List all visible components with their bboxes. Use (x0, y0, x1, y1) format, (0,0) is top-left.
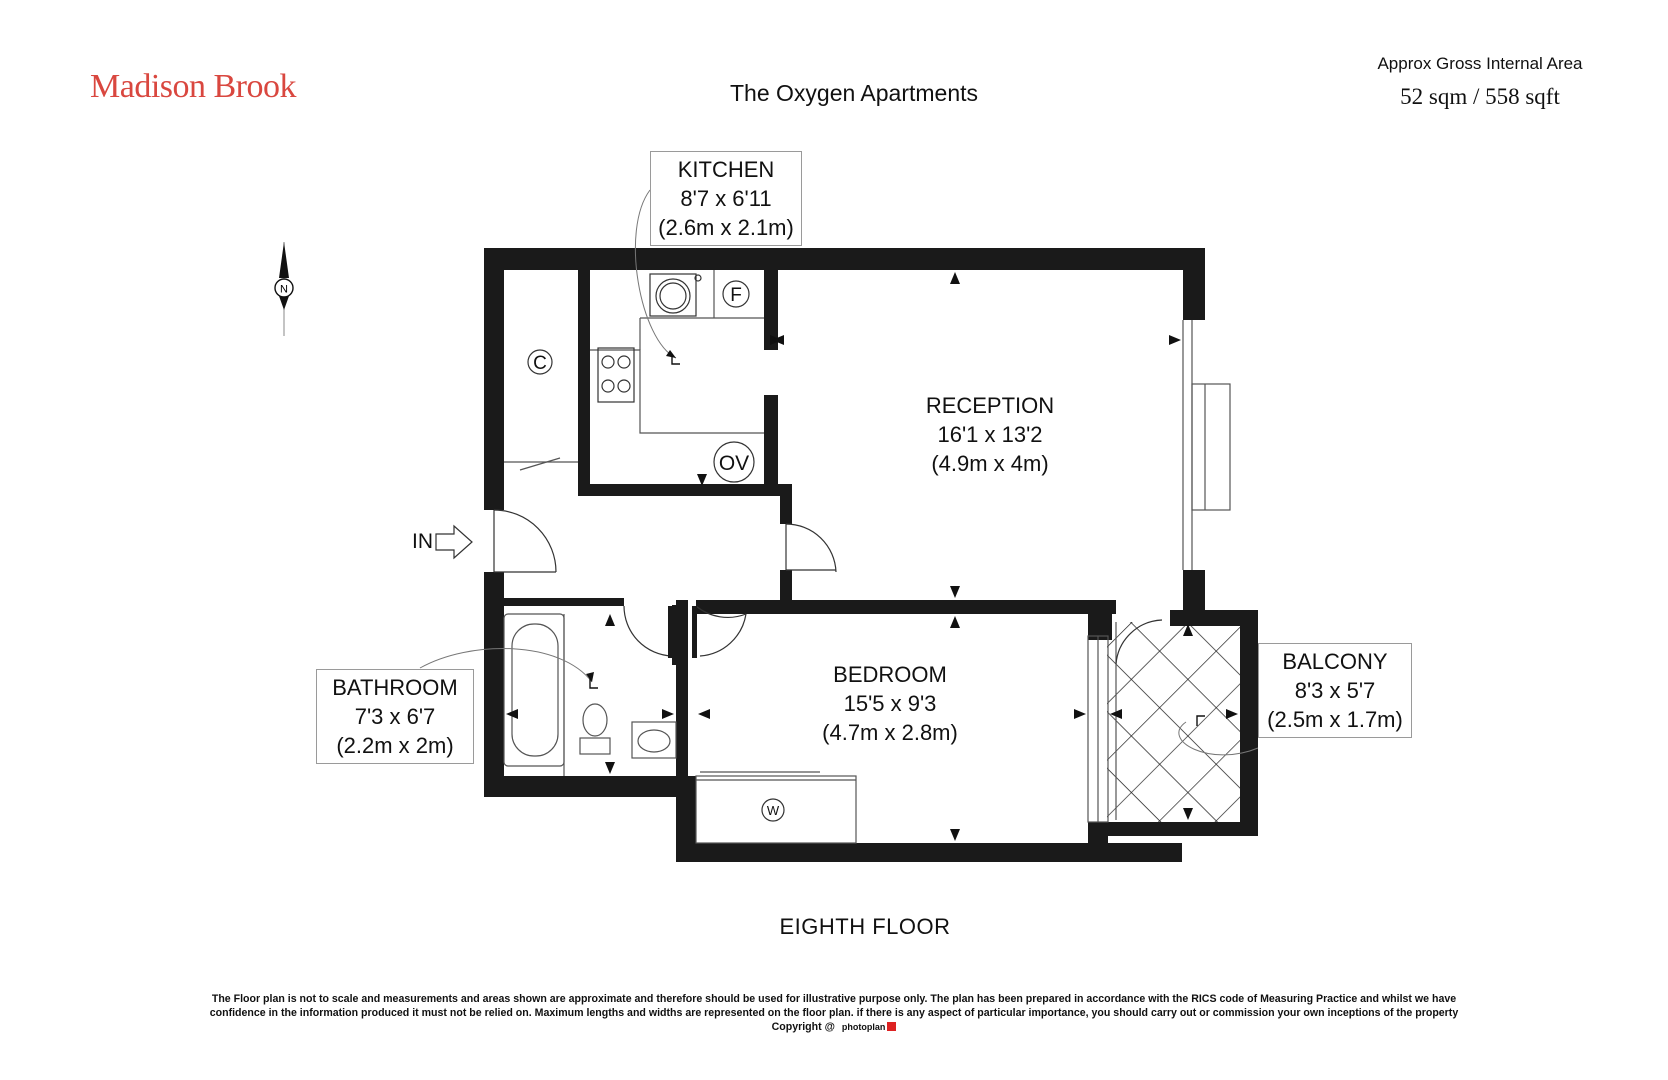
area-label: Approx Gross Internal Area (1377, 54, 1583, 73)
brand-logo: Madison Brook (90, 68, 297, 105)
kitchen-label: KITCHEN 8'7 x 6'11 (2.6m x 2.1m) (650, 151, 802, 246)
photoplan-badge-icon (887, 1022, 897, 1031)
fridge-label: F (730, 285, 742, 306)
reception-name: RECEPTION (925, 393, 1055, 418)
copyright-text: Copyright @ (771, 1021, 835, 1033)
bedroom-name: BEDROOM (833, 662, 947, 687)
balcony-label: BALCONY 8'3 x 5'7 (2.5m x 1.7m) (1258, 643, 1412, 738)
property-title: The Oxygen Apartments (730, 80, 979, 106)
disclaimer-line-2: confidence in the information produced i… (209, 1007, 1459, 1019)
balcony-imperial: 8'3 x 5'7 (1294, 678, 1376, 703)
oven-label: OV (719, 452, 749, 475)
bathroom-label: BATHROOM 7'3 x 6'7 (2.2m x 2m) (316, 669, 474, 764)
compass-icon: N (274, 242, 294, 336)
bedroom-label: BEDROOM 15'5 x 9'3 (4.7m x 2.8m) (790, 660, 990, 747)
bedroom-metric: (4.7m x 2.8m) (822, 720, 958, 745)
kitchen-metric: (2.6m x 2.1m) (658, 215, 794, 240)
kitchen-imperial: 8'7 x 6'11 (680, 186, 772, 211)
reception-imperial: 16'1 x 13'2 (937, 422, 1043, 447)
area-value: 52 sqm / 558 sqft (1400, 84, 1560, 109)
bathroom-name: BATHROOM (332, 675, 458, 700)
north-label: N (280, 284, 288, 296)
disclaimer-line-1: The Floor plan is not to scale and measu… (211, 993, 1457, 1005)
bedroom-imperial: 15'5 x 9'3 (843, 691, 937, 716)
kitchen-name: KITCHEN (677, 157, 775, 182)
photoplan-logo: photoplan (841, 1022, 886, 1032)
balcony-metric: (2.5m x 1.7m) (1267, 707, 1403, 732)
reception-label: RECEPTION 16'1 x 13'2 (4.9m x 4m) (890, 391, 1090, 478)
floor-label: EIGHTH FLOOR (779, 914, 951, 939)
copyright-line: Copyright @ photoplan (120, 1020, 1548, 1034)
bathroom-metric: (2.2m x 2m) (336, 733, 454, 758)
disclaimer: The Floor plan is not to scale and measu… (120, 992, 1548, 1034)
entrance-arrow-icon (435, 524, 473, 560)
washer-label: W (767, 803, 780, 818)
cupboard-label: C (533, 353, 547, 374)
bathroom-imperial: 7'3 x 6'7 (354, 704, 436, 729)
reception-metric: (4.9m x 4m) (931, 451, 1049, 476)
balcony-floor (1107, 622, 1247, 828)
entrance-label: IN (412, 530, 433, 553)
walls (484, 248, 1258, 862)
balcony-name: BALCONY (1282, 649, 1388, 674)
